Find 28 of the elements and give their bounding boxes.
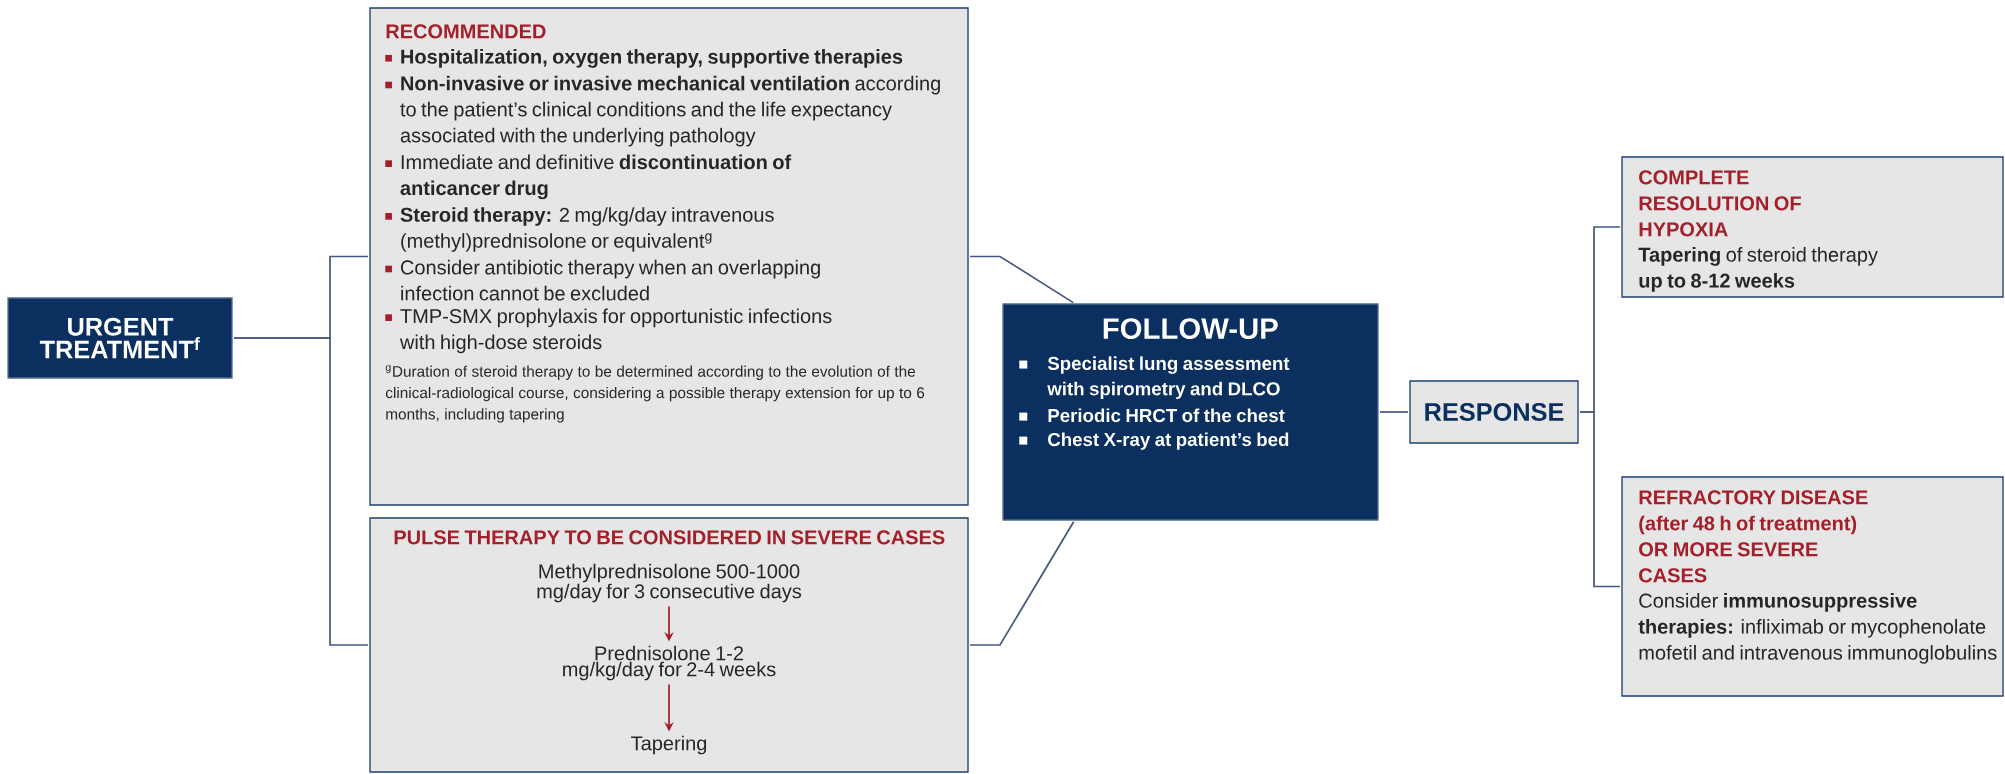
bullet-item: Specialist lung assessment with spirometry and DLCO: [1019, 356, 1290, 400]
bullet-item: Chest X-ray at patient’s bed: [1019, 432, 1289, 450]
section-heading: PULSE THERAPY TO BE CONSIDERED IN SEVERE CASES: [394, 530, 945, 545]
footnote-text: $^{g}$Duration of steroid therapy to be determined according to the evolution of the clinical-radiological course, considering a possible therapy extension for up to 6 months, including tapering: [385, 365, 925, 423]
section-heading: FOLLOW-UP: [1103, 318, 1278, 340]
step-text: Methylprednisolone 500-1000 mg/day for 3 consecutive days: [537, 563, 802, 603]
bullet-item: Hospitalization, oxygen therapy, supportive therapies: [385, 49, 903, 68]
section-heading: COMPLETE RESOLUTION OF HYPOXIA: [1639, 170, 1801, 237]
box-title: URGENT TREATMENT$^{f}$: [39, 317, 200, 359]
connector-line: [1579, 411, 1621, 588]
connector-line: [1379, 411, 1409, 413]
bullet-item: Immediate and definitive discontinuation of anticancer drug: [385, 154, 792, 200]
connector-line: [969, 255, 1075, 304]
section-heading: REFRACTORY DISEASE (after 48 h of treatment) OR MORE SEVERE CASES: [1639, 490, 1868, 583]
bullet-item: Consider antibiotic therapy when an overlapping infection cannot be excluded: [385, 259, 820, 301]
step-text: Tapering: [631, 735, 707, 755]
bullet-item: TMP-SMX prophylaxis for opportunistic infections with high-dose steroids: [385, 308, 832, 354]
body-text: Consider immunosuppressive therapies: infliximab or mycophenolate mofetil and intravenous immunoglobulins: [1638, 593, 1997, 664]
bullet-item: Periodic HRCT of the chest: [1019, 408, 1285, 423]
connector-line: [969, 520, 1075, 646]
step-text: Prednisolone 1-2 mg/kg/day for 2-4 weeks: [563, 645, 776, 681]
response-box: [1409, 380, 1579, 444]
section-heading: RECOMMENDED: [386, 24, 546, 39]
connector-line: [233, 337, 369, 646]
body-text: Tapering of steroid therapy up to 8-12 weeks: [1638, 247, 1878, 292]
bullet-item: Steroid therapy: 2 mg/kg/day intravenous (methyl)prednisolone or equivalent$^{g}$: [385, 207, 774, 252]
box-title: RESPONSE: [1425, 403, 1564, 421]
title-box: [7, 297, 233, 379]
